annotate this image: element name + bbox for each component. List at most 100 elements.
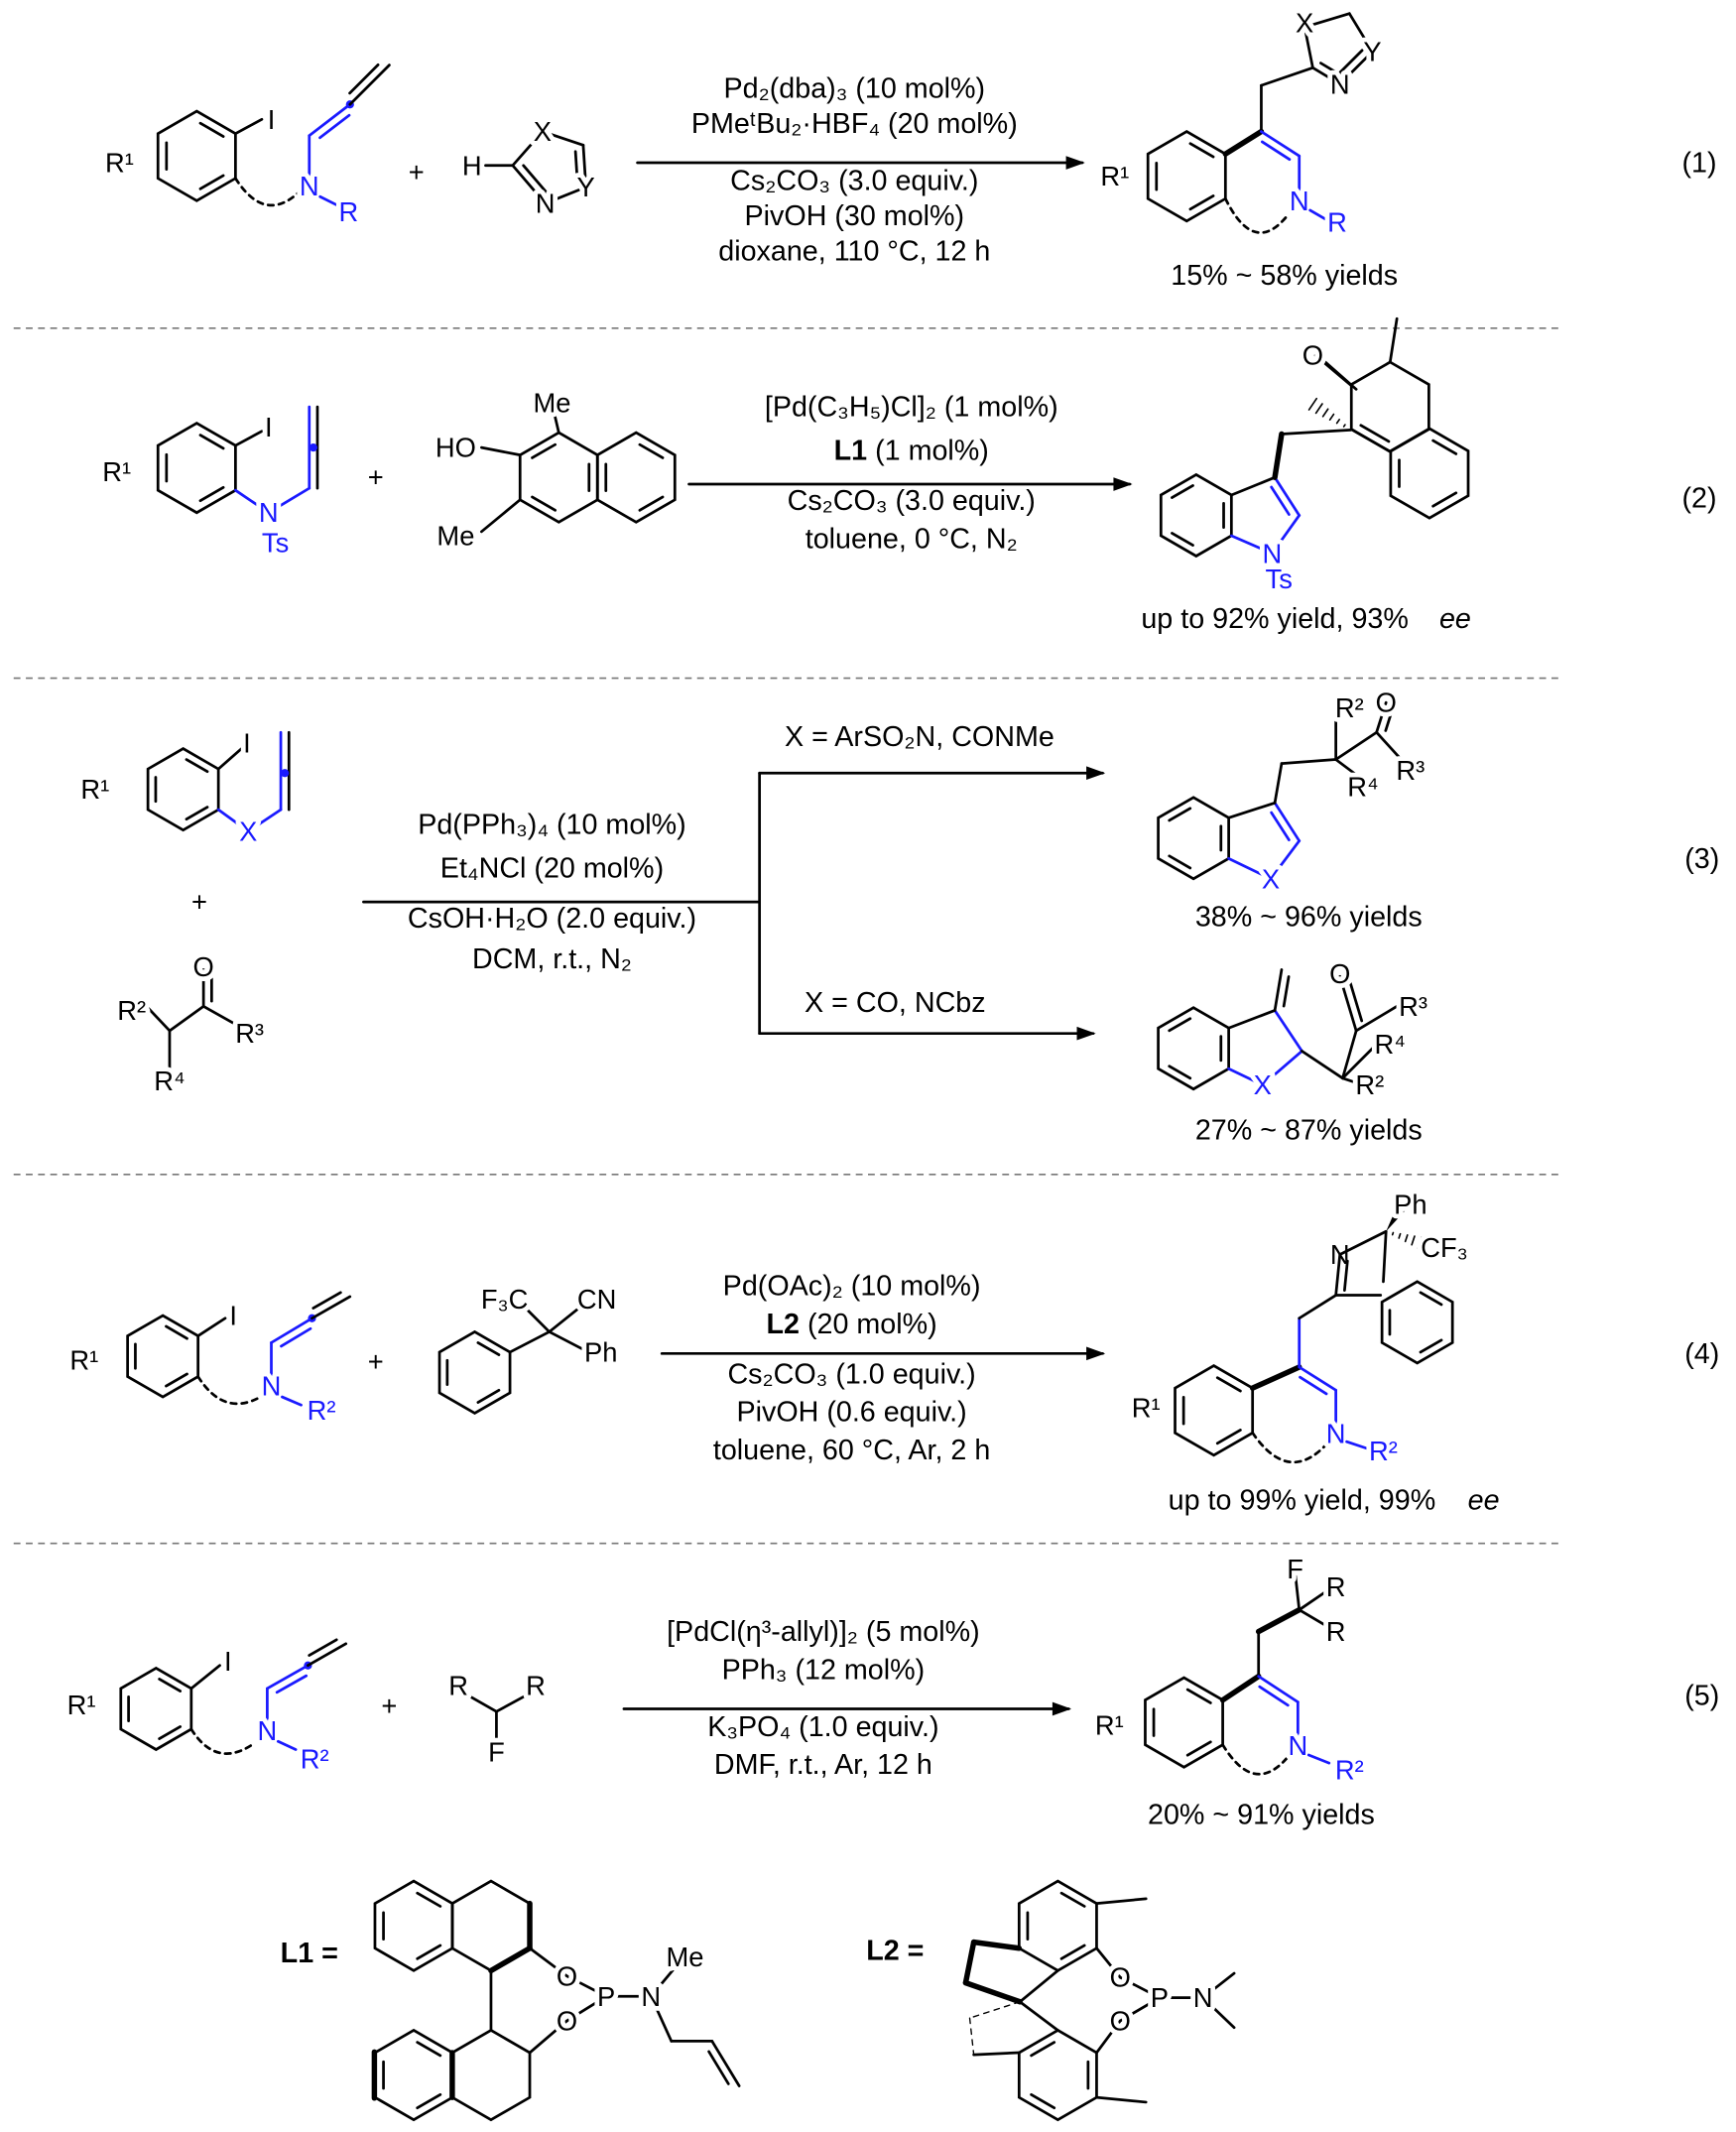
bond [185, 758, 209, 774]
atom-label: Ts [1266, 564, 1293, 594]
bond [266, 1664, 310, 1691]
atom-label: CN [577, 1284, 616, 1315]
bond [552, 408, 560, 435]
arrow-head [1052, 1701, 1072, 1716]
atom-label: N [300, 171, 319, 201]
benzene-ring [1144, 1676, 1224, 1769]
atom-label: R¹ [80, 774, 109, 805]
bond [495, 1693, 528, 1713]
bond [1384, 707, 1395, 732]
bond [1018, 2000, 1059, 2032]
bond [1168, 1065, 1192, 1080]
tether-dashed-arc [196, 1375, 262, 1406]
atom-label: R² [1355, 1069, 1384, 1100]
bond [528, 2019, 568, 2055]
atom-label: N [258, 1715, 278, 1746]
plus-sign: + [409, 157, 425, 188]
bond [1260, 65, 1314, 87]
plus-sign: + [191, 887, 207, 918]
bond [573, 150, 579, 184]
bond [1404, 1234, 1409, 1243]
ligand-name: L2 [767, 1309, 800, 1340]
equation-number: (4) [1684, 1338, 1719, 1370]
tether-dashed-arc [1251, 1431, 1328, 1464]
atom-label: Me [533, 388, 570, 419]
arrow-head [1065, 156, 1085, 170]
bond [1229, 475, 1277, 497]
bond [1215, 1429, 1242, 1445]
bond [1260, 130, 1302, 158]
bond [1215, 1376, 1242, 1393]
atom-label: R [526, 1671, 546, 1701]
bond [1257, 1675, 1300, 1704]
atom-label: R² [1369, 1436, 1398, 1466]
allene-dot [281, 769, 290, 778]
bond [1341, 1043, 1379, 1080]
bond [1273, 475, 1302, 517]
bond [1343, 1259, 1349, 1292]
bond [168, 1004, 205, 1033]
bond [1273, 968, 1284, 1012]
bond [1185, 1688, 1212, 1704]
bond [196, 1317, 227, 1337]
bond [1359, 424, 1391, 443]
benzene-ring [1017, 1879, 1098, 1972]
equation-number: (3) [1684, 843, 1719, 875]
equation-number: (1) [1681, 148, 1716, 180]
atom-label: R¹ [67, 1690, 96, 1720]
yield-text: 15% ~ 58% yields [1171, 260, 1398, 292]
yield-text: 38% ~ 96% yields [1195, 902, 1423, 934]
bond [1341, 1029, 1358, 1080]
bond [1398, 1232, 1402, 1239]
ligand-label-l1: L1 = [281, 1938, 338, 1969]
benzene-ring [1017, 2028, 1098, 2122]
benzene-ring [373, 2028, 454, 2122]
bond [1282, 975, 1291, 1008]
ee-label: ee [1468, 1485, 1500, 1517]
wedge-bond [1386, 1200, 1409, 1232]
bond [476, 1341, 501, 1356]
condition-text: toluene, 60 °C, Ar, 2 h [713, 1435, 990, 1466]
bond [1342, 424, 1346, 428]
bond [1258, 1685, 1290, 1707]
bond [1345, 1440, 1369, 1450]
atom-label: R¹ [1132, 1392, 1161, 1423]
condition-text: Pd(PPh₃)₄ (10 mol%) [418, 810, 686, 841]
bond [1270, 811, 1291, 842]
benzene-ring [1157, 796, 1230, 881]
benzene-ring [518, 431, 599, 524]
bond [234, 488, 271, 515]
condition-text: Cs₂CO₃ (3.0 equiv.) [730, 165, 978, 196]
bond [165, 1324, 188, 1340]
atom-label: R [1326, 1616, 1346, 1647]
bond [416, 2041, 442, 2058]
arrow-head [1076, 1026, 1096, 1041]
benzene-ring [373, 1879, 454, 1972]
bond [1229, 534, 1274, 556]
bond [1059, 1944, 1086, 1960]
bond [198, 485, 225, 503]
bond [281, 1395, 303, 1407]
bond [972, 2051, 1021, 2057]
benzene-ring [437, 1329, 512, 1416]
atom-label: Ph [584, 1336, 617, 1367]
bond [1388, 316, 1399, 364]
bond [480, 445, 522, 457]
condition-text: [PdCl(η³-allyl)]₂ (5 mol%) [667, 1616, 980, 1648]
bond [348, 63, 391, 106]
atom-label: R [1326, 1571, 1346, 1602]
atom-label: N [1330, 68, 1350, 99]
bond [521, 1303, 552, 1333]
bond [1261, 140, 1292, 162]
bond [276, 1739, 298, 1751]
atom-label: R⁴ [1347, 771, 1378, 802]
bond [962, 1939, 977, 1986]
bond [1319, 62, 1342, 76]
atom-label: O [1376, 688, 1397, 718]
yield-text: up to 99% yield, 99% [1169, 1485, 1436, 1517]
plus-sign: + [368, 462, 384, 493]
tether-dashed-arc [1223, 196, 1291, 234]
atom-label: HO [435, 433, 476, 463]
bond [198, 434, 225, 450]
